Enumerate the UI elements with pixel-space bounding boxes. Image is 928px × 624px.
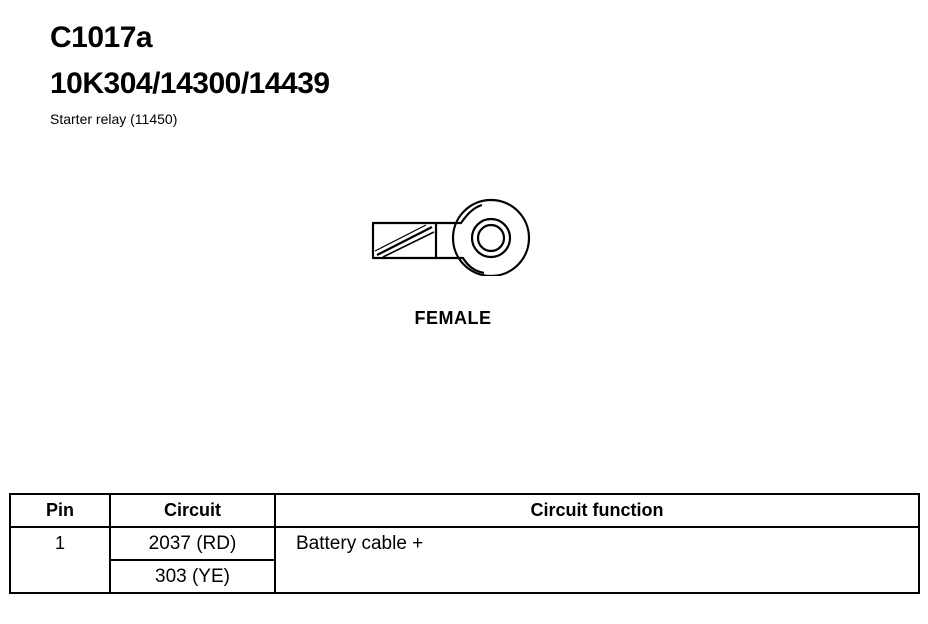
terminal-ring-outer — [451, 198, 531, 276]
wire-hatch-2 — [382, 231, 435, 258]
pinout-table: Pin Circuit Circuit function 1 2037 (RD)… — [9, 493, 920, 594]
terminal-ring-middle — [470, 217, 512, 259]
header-pin: Pin — [9, 493, 111, 528]
terminal-tongue — [436, 203, 485, 275]
header-function: Circuit function — [274, 493, 920, 528]
header-circuit: Circuit — [109, 493, 276, 528]
circuit-function: Battery cable + — [274, 526, 920, 594]
circuit-value: 303 (YE) — [109, 559, 276, 594]
terminal-gender-label: FEMALE — [414, 308, 492, 328]
wire-hatch-3 — [374, 224, 427, 252]
pin-number: 1 — [9, 526, 111, 594]
table-row: 303 (YE) — [10, 559, 919, 594]
table-header-row: Pin Circuit Circuit function — [9, 493, 920, 528]
ring-terminal-icon — [371, 198, 531, 276]
wire-hatch-1 — [376, 226, 433, 256]
part-numbers: 10K304/14300/14439 — [50, 67, 330, 100]
connector-id: C1017a — [50, 21, 153, 54]
component-description: Starter relay (11450) — [50, 111, 178, 127]
table-row: 1 2037 (RD) Battery cable + — [9, 526, 920, 594]
terminal-ring-inner — [476, 223, 506, 253]
circuit-value: 2037 (RD) — [109, 526, 276, 561]
